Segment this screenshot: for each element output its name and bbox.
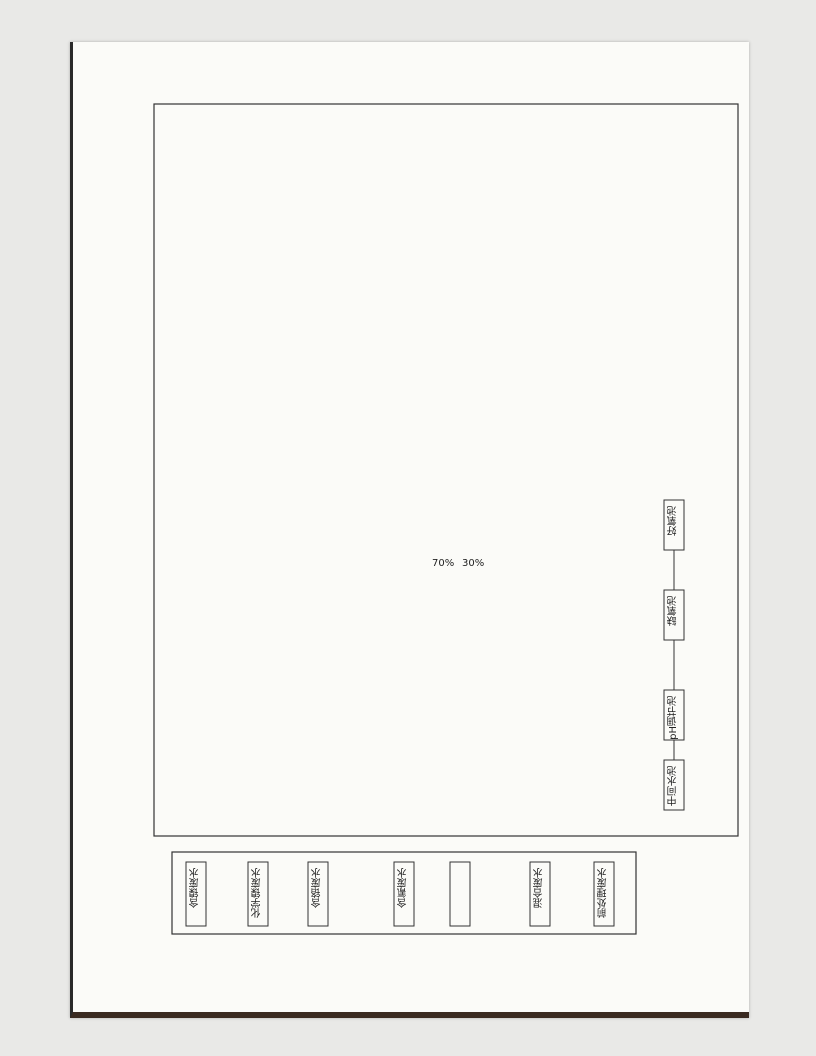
chain-label: 好氧池 <box>668 506 679 536</box>
chain-label: pH调节池 <box>668 696 679 740</box>
source-label: 含铬废水 <box>312 868 323 908</box>
source-boxes <box>185 861 615 927</box>
source-label: 含镍废水 <box>190 868 201 908</box>
source-label: 化学镍废水 <box>252 868 263 918</box>
source-label: 前处理废水 <box>598 868 609 918</box>
split-percent: 30% <box>462 558 485 569</box>
source-label: 含氰废水 <box>398 868 409 908</box>
source-label: 混合废水 <box>534 868 545 908</box>
split-percent: 70% <box>432 558 455 569</box>
chain-label: 缺氧池 <box>668 596 679 626</box>
chain-label: 中间水池 <box>668 766 679 806</box>
